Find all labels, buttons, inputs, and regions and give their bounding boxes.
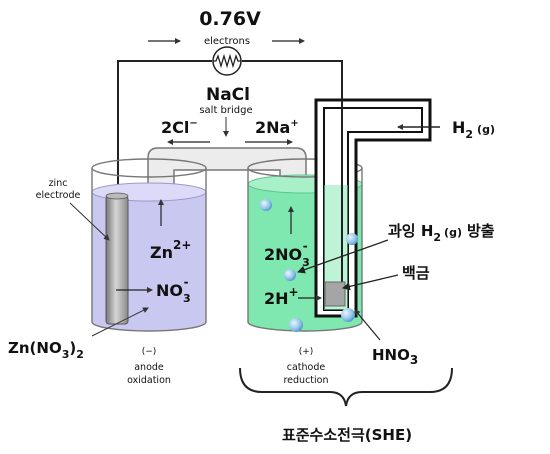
cathode-ion-h: 2H+ — [264, 285, 299, 308]
she-label: 표준수소전극(SHE) — [282, 426, 412, 444]
zinc-label-line1: zinc — [49, 178, 68, 189]
salt-bridge-name: NaCl — [206, 85, 250, 105]
anode-solution-pointer — [91, 307, 149, 337]
anode-caption-line1: anode — [134, 362, 164, 373]
anode-caption-line2: oxidation — [127, 375, 171, 386]
bubble — [284, 269, 296, 281]
wire-left — [117, 60, 212, 205]
anode-ion-zn: Zn2+ — [150, 238, 191, 262]
bubble — [289, 318, 303, 332]
excess-h2-pointer — [297, 239, 389, 274]
bubble — [346, 233, 358, 245]
hno3-label: HNO3 — [372, 346, 418, 367]
electrons-label: electrons — [204, 36, 250, 47]
anode-glass — [91, 168, 207, 332]
bubble — [341, 308, 355, 322]
cathode-caption-line1: cathode — [287, 362, 326, 373]
cathode-caption-line2: reduction — [283, 375, 328, 386]
cathode-ion-no3: 2NO3- — [264, 239, 310, 269]
bubble — [260, 199, 272, 211]
salt-bridge-caption: salt bridge — [199, 105, 252, 116]
zinc-electrode — [105, 195, 129, 325]
she-brace — [239, 367, 453, 407]
platinum-electrode — [324, 281, 346, 307]
anode-sign: (−) — [142, 347, 157, 357]
h2-gas-label: H2(g) — [452, 118, 495, 141]
zinc-electrode-top — [105, 192, 129, 200]
bridge-ion-cl: 2Cl− — [161, 118, 198, 137]
zinc-label-pointer — [69, 202, 110, 241]
platinum-label: 백금 — [402, 264, 430, 282]
voltage-label: 0.76V — [199, 8, 261, 30]
hno3-pointer — [354, 309, 381, 341]
cathode-sign: (+) — [299, 347, 314, 357]
cathode-glass — [247, 168, 363, 332]
anode-rim — [91, 158, 207, 178]
platinum-pointer — [342, 274, 399, 291]
resistor-symbol — [212, 46, 242, 76]
resistor-zigzag — [213, 53, 241, 69]
cathode-rim — [247, 158, 363, 178]
zinc-label-line2: electrode — [36, 190, 81, 201]
anode-ion-no3: NO3- — [156, 275, 191, 305]
anode-solution-label: Zn(NO3)2 — [8, 339, 84, 361]
excess-h2-label: 과잉 H2(g)방출 — [388, 222, 495, 244]
bridge-ion-na: 2Na+ — [255, 118, 299, 137]
